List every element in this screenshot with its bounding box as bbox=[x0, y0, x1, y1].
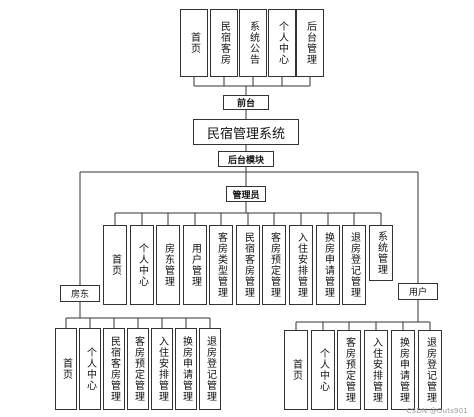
landlord-module-room-change-mgmt: 换房申请管理 bbox=[175, 328, 197, 410]
admin-module-room-change-mgmt: 换房申请管理 bbox=[316, 225, 340, 305]
front-module-personal-center: 个人中心 bbox=[268, 9, 296, 77]
user-label: 用户 bbox=[398, 283, 438, 300]
landlord-label: 房东 bbox=[60, 285, 100, 302]
landlord-module-personal-center: 个人中心 bbox=[79, 328, 101, 410]
backend-label: 后台模块 bbox=[218, 151, 274, 167]
watermark: CSDN @Outs901 bbox=[406, 407, 468, 415]
admin-module-landlord-mgmt: 房东管理 bbox=[156, 225, 180, 305]
admin-module-system-mgmt: 系统管理 bbox=[369, 225, 393, 281]
admin-module-personal-center: 个人中心 bbox=[130, 225, 154, 305]
admin-module-room-type-mgmt: 客房类型管理 bbox=[209, 225, 233, 305]
front-module-home: 首页 bbox=[180, 9, 208, 77]
user-module-booking-mgmt: 客房预定管理 bbox=[337, 330, 361, 410]
front-module-admin: 后台管理 bbox=[296, 9, 324, 77]
admin-module-booking-mgmt: 客房预定管理 bbox=[262, 225, 286, 305]
system-title: 民宿管理系统 bbox=[193, 119, 299, 145]
user-module-room-change-mgmt: 换房申请管理 bbox=[391, 330, 415, 410]
front-label: 前台 bbox=[223, 95, 269, 110]
user-module-checkin-mgmt: 入住安排管理 bbox=[364, 330, 388, 410]
admin-module-checkin-mgmt: 入住安排管理 bbox=[289, 225, 313, 305]
landlord-module-room-mgmt: 民宿客房管理 bbox=[103, 328, 125, 410]
admin-module-room-mgmt: 民宿客房管理 bbox=[236, 225, 260, 305]
admin-module-checkout-mgmt: 退房登记管理 bbox=[342, 225, 366, 305]
admin-label: 管理员 bbox=[226, 186, 266, 202]
landlord-module-booking-mgmt: 客房预定管理 bbox=[127, 328, 149, 410]
user-module-checkout-mgmt: 退房登记管理 bbox=[418, 330, 442, 410]
front-module-rooms: 民宿客房 bbox=[210, 9, 238, 77]
landlord-module-checkout-mgmt: 退房登记管理 bbox=[199, 328, 221, 410]
user-module-home: 首页 bbox=[284, 330, 308, 410]
landlord-module-home: 首页 bbox=[55, 328, 77, 410]
user-module-personal-center: 个人中心 bbox=[311, 330, 335, 410]
admin-module-user-mgmt: 用户管理 bbox=[183, 225, 207, 305]
front-module-announcements: 系统公告 bbox=[239, 9, 267, 77]
landlord-module-checkin-mgmt: 入住安排管理 bbox=[151, 328, 173, 410]
admin-module-home: 首页 bbox=[103, 225, 127, 305]
